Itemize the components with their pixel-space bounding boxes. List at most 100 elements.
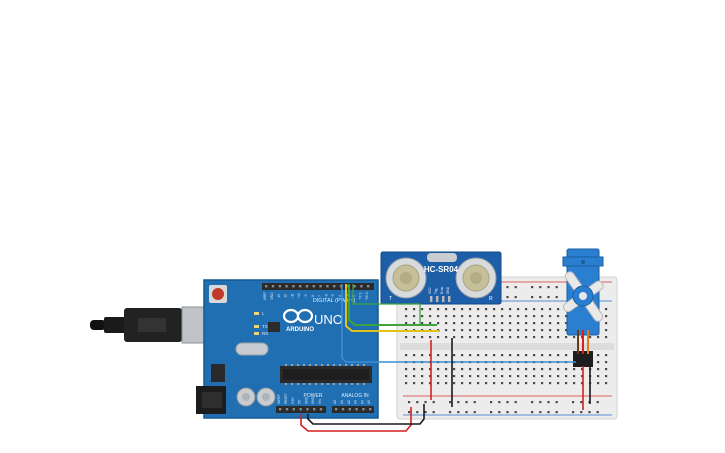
terminal-hole	[429, 322, 432, 325]
terminal-hole	[469, 329, 472, 332]
bottom-rail-hole	[555, 411, 558, 414]
terminal-hole	[421, 322, 424, 325]
terminal-hole	[477, 354, 480, 357]
analog-pin	[369, 408, 372, 411]
wire-blue-servo-signal[interactable]	[341, 284, 576, 363]
sensor-crystal	[427, 253, 457, 262]
bottom-rail-hole	[457, 411, 460, 414]
bottom-rail-hole	[457, 401, 460, 404]
tx-led	[254, 325, 259, 328]
bottom-rail-hole	[531, 401, 534, 404]
sensor-pin-label: GND	[446, 286, 450, 294]
terminal-hole	[501, 382, 504, 385]
terminal-hole	[477, 375, 480, 378]
terminal-hole	[557, 308, 560, 311]
terminal-hole	[557, 382, 560, 385]
chip-pin	[315, 383, 317, 385]
chip-pin	[285, 383, 287, 385]
wire-yellow-echo[interactable]	[345, 284, 440, 332]
terminal-hole	[605, 361, 608, 364]
center-channel	[400, 343, 614, 350]
chip-pin	[291, 364, 293, 366]
wire-green-sensor-link[interactable]	[352, 284, 421, 325]
terminal-hole	[493, 354, 496, 357]
terminal-hole	[485, 354, 488, 357]
terminal-hole	[557, 322, 560, 325]
terminal-hole	[509, 336, 512, 339]
terminal-hole	[453, 375, 456, 378]
analog-pin-label: A5	[367, 400, 371, 404]
terminal-hole	[461, 368, 464, 371]
header-pin	[271, 285, 275, 288]
wire-green-trig[interactable]	[348, 284, 437, 326]
terminal-hole	[429, 336, 432, 339]
header-pin	[265, 285, 268, 288]
terminal-hole	[517, 375, 520, 378]
l-led	[254, 312, 259, 315]
servo-motor[interactable]	[548, 248, 619, 367]
terminal-hole	[429, 375, 432, 378]
usb-cable-boot	[104, 317, 126, 333]
terminal-hole	[541, 368, 544, 371]
terminal-hole	[605, 329, 608, 332]
chip-pin	[297, 364, 299, 366]
terminal-hole	[549, 368, 552, 371]
bottom-rail-hole	[547, 401, 550, 404]
terminal-hole	[493, 336, 496, 339]
terminal-hole	[461, 354, 464, 357]
terminal-hole	[477, 336, 480, 339]
terminal-hole	[605, 322, 608, 325]
bottom-rail-hole	[424, 411, 427, 414]
chip-pin	[309, 364, 311, 366]
chip-pin	[297, 383, 299, 385]
sensor-receiver-core	[470, 272, 482, 284]
digital-pin-label: ~6	[324, 294, 328, 298]
terminal-hole	[549, 382, 552, 385]
bottom-rail-hole	[539, 401, 542, 404]
terminal-hole	[453, 315, 456, 318]
reset-button[interactable]	[212, 288, 224, 300]
top-rail-hole	[531, 296, 534, 299]
terminal-hole	[493, 322, 496, 325]
terminal-hole	[565, 375, 568, 378]
terminal-hole	[533, 368, 536, 371]
header-pin	[292, 285, 295, 288]
terminal-hole	[453, 382, 456, 385]
terminal-hole	[493, 382, 496, 385]
terminal-hole	[517, 368, 520, 371]
terminal-hole	[437, 315, 440, 318]
digital-pin-label: GND	[270, 292, 274, 300]
terminal-hole	[453, 308, 456, 311]
terminal-hole	[429, 354, 432, 357]
power-pin-label: 3.3V	[291, 397, 295, 404]
digital-pin-label: ~5	[331, 294, 335, 298]
header-pin	[333, 285, 336, 288]
terminal-hole	[557, 315, 560, 318]
voltage-regulator	[211, 364, 225, 382]
terminal-hole	[469, 308, 472, 311]
power-pin	[285, 408, 289, 411]
digital-pin-label: ~9	[304, 294, 308, 298]
chip-pin	[315, 364, 317, 366]
terminal-hole	[525, 382, 528, 385]
terminal-hole	[429, 308, 432, 311]
wire-red-5v[interactable]	[300, 407, 412, 432]
terminal-hole	[581, 368, 584, 371]
terminal-hole	[501, 329, 504, 332]
terminal-hole	[477, 308, 480, 311]
chip-pin	[309, 383, 311, 385]
terminal-hole	[533, 308, 536, 311]
bottom-rail-hole	[580, 411, 583, 414]
bottom-rail-hole	[572, 401, 575, 404]
analog-pin	[335, 408, 338, 411]
sensor-pin-label: Trig	[434, 288, 438, 294]
header-pin	[285, 285, 288, 288]
wire-black-gnd[interactable]	[307, 404, 425, 425]
terminal-hole	[549, 354, 552, 357]
digital-pin-label: ~11	[290, 293, 294, 298]
power-pin	[299, 408, 302, 411]
